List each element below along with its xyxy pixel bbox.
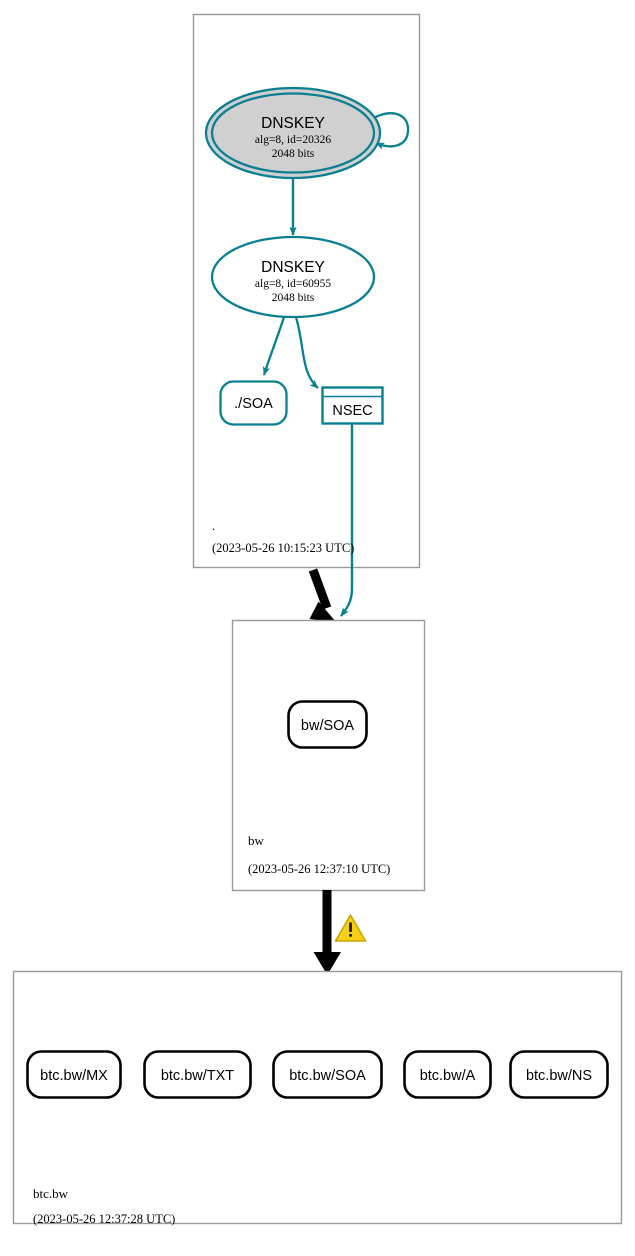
edge-root-to-bw-delegation: [308, 568, 337, 623]
zone-root-label: .: [212, 518, 216, 533]
zone-btcbw-timestamp: (2023-05-26 12:37:28 UTC): [33, 1212, 176, 1226]
root-nsec-shape: [321, 386, 384, 425]
btcbw-a-shape: [403, 1050, 492, 1099]
node-rrset-btcbw-a[interactable]: btc.bw/A: [403, 1050, 492, 1099]
warning-triangle-icon[interactable]: [334, 914, 367, 942]
zone-root-timestamp: (2023-05-26 10:15:23 UTC): [212, 541, 355, 555]
btcbw-mx-shape: [26, 1050, 122, 1099]
btcbw-a-label: btc.bw/A: [420, 1068, 476, 1084]
edge-zsk-to-root-soa: [262, 313, 287, 376]
node-rrset-bw-soa[interactable]: bw/SOA: [287, 700, 368, 749]
btcbw-txt-label: btc.bw/TXT: [161, 1068, 234, 1084]
edge-bw-to-btcbw-delegation: [313, 890, 341, 975]
node-rrset-btcbw-soa[interactable]: btc.bw/SOA: [272, 1050, 383, 1099]
node-nsec-root[interactable]: NSEC: [321, 386, 384, 425]
ksk-alg-id: alg=8, id=20326: [255, 134, 331, 146]
node-dnskey-ksk-20326[interactable]: DNSKEY alg=8, id=20326 2048 bits: [204, 86, 382, 180]
zsk-key-size: 2048 bits: [272, 292, 315, 304]
btcbw-txt-shape: [143, 1050, 252, 1099]
root-soa-label: ./SOA: [234, 396, 273, 412]
warning-exclaim-dot: [349, 934, 352, 937]
btcbw-mx-label: btc.bw/MX: [40, 1068, 108, 1084]
node-rrset-btcbw-ns[interactable]: btc.bw/NS: [509, 1050, 609, 1099]
edge-zsk-to-root-nsec: [293, 313, 319, 389]
zone-bw-timestamp: (2023-05-26 12:37:10 UTC): [248, 862, 391, 876]
zone-bw-label: bw: [248, 833, 264, 848]
edge-ksk-self-signature: [369, 112, 410, 150]
zone-bw[interactable]: [231, 619, 426, 892]
edge-root-nsec-to-bw-zone: [340, 424, 354, 617]
zsk-alg-id: alg=8, id=60955: [255, 278, 331, 290]
root-nsec-label: NSEC: [332, 403, 372, 419]
btcbw-ns-shape: [509, 1050, 609, 1099]
ksk-title: DNSKEY: [261, 115, 325, 132]
zsk-ellipse: [210, 235, 376, 319]
node-rrset-root-soa[interactable]: ./SOA: [219, 380, 288, 426]
node-rrset-btcbw-txt[interactable]: btc.bw/TXT: [143, 1050, 252, 1099]
zsk-title: DNSKEY: [261, 259, 325, 276]
node-rrset-btcbw-mx[interactable]: btc.bw/MX: [26, 1050, 122, 1099]
ksk-key-size: 2048 bits: [272, 148, 315, 160]
bw-soa-shape: [287, 700, 368, 749]
bw-soa-label: bw/SOA: [301, 718, 355, 734]
btcbw-soa-shape: [272, 1050, 383, 1099]
ksk-inner-ellipse: [210, 92, 376, 174]
zone-bw-border: [231, 619, 426, 892]
btcbw-ns-label: btc.bw/NS: [526, 1068, 592, 1084]
warning-exclaim-bar: [349, 922, 352, 932]
node-dnskey-zsk-60955[interactable]: DNSKEY alg=8, id=60955 2048 bits: [210, 235, 376, 319]
zone-btcbw-label: btc.bw: [33, 1186, 69, 1201]
root-soa-shape: [219, 380, 288, 426]
btcbw-soa-label: btc.bw/SOA: [289, 1068, 366, 1084]
